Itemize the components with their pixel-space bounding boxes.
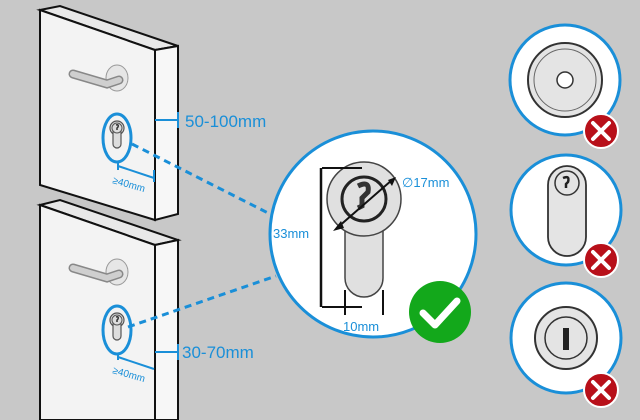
- door-bottom: 30-70mm ≥40mm: [36, 198, 254, 420]
- diameter-label: ∅17mm: [402, 175, 449, 190]
- wrong-example-oval: [509, 153, 623, 278]
- wrong-x-icon: [583, 242, 619, 278]
- correct-check-icon: [409, 281, 471, 343]
- wrong-example-single: [509, 281, 623, 408]
- height-label: 33mm: [273, 226, 309, 241]
- door-thickness-label: 50-100mm: [185, 112, 266, 131]
- wrong-example-round: [508, 23, 622, 149]
- width-label: 10mm: [343, 319, 379, 334]
- door-thickness-label: 30-70mm: [182, 343, 254, 362]
- wrong-x-icon: [583, 372, 619, 408]
- wrong-x-icon: [583, 113, 619, 149]
- cylinder-detail: ∅17mm 33mm 10mm: [268, 129, 478, 343]
- door-top: 50-100mm ≥40mm: [36, 4, 266, 222]
